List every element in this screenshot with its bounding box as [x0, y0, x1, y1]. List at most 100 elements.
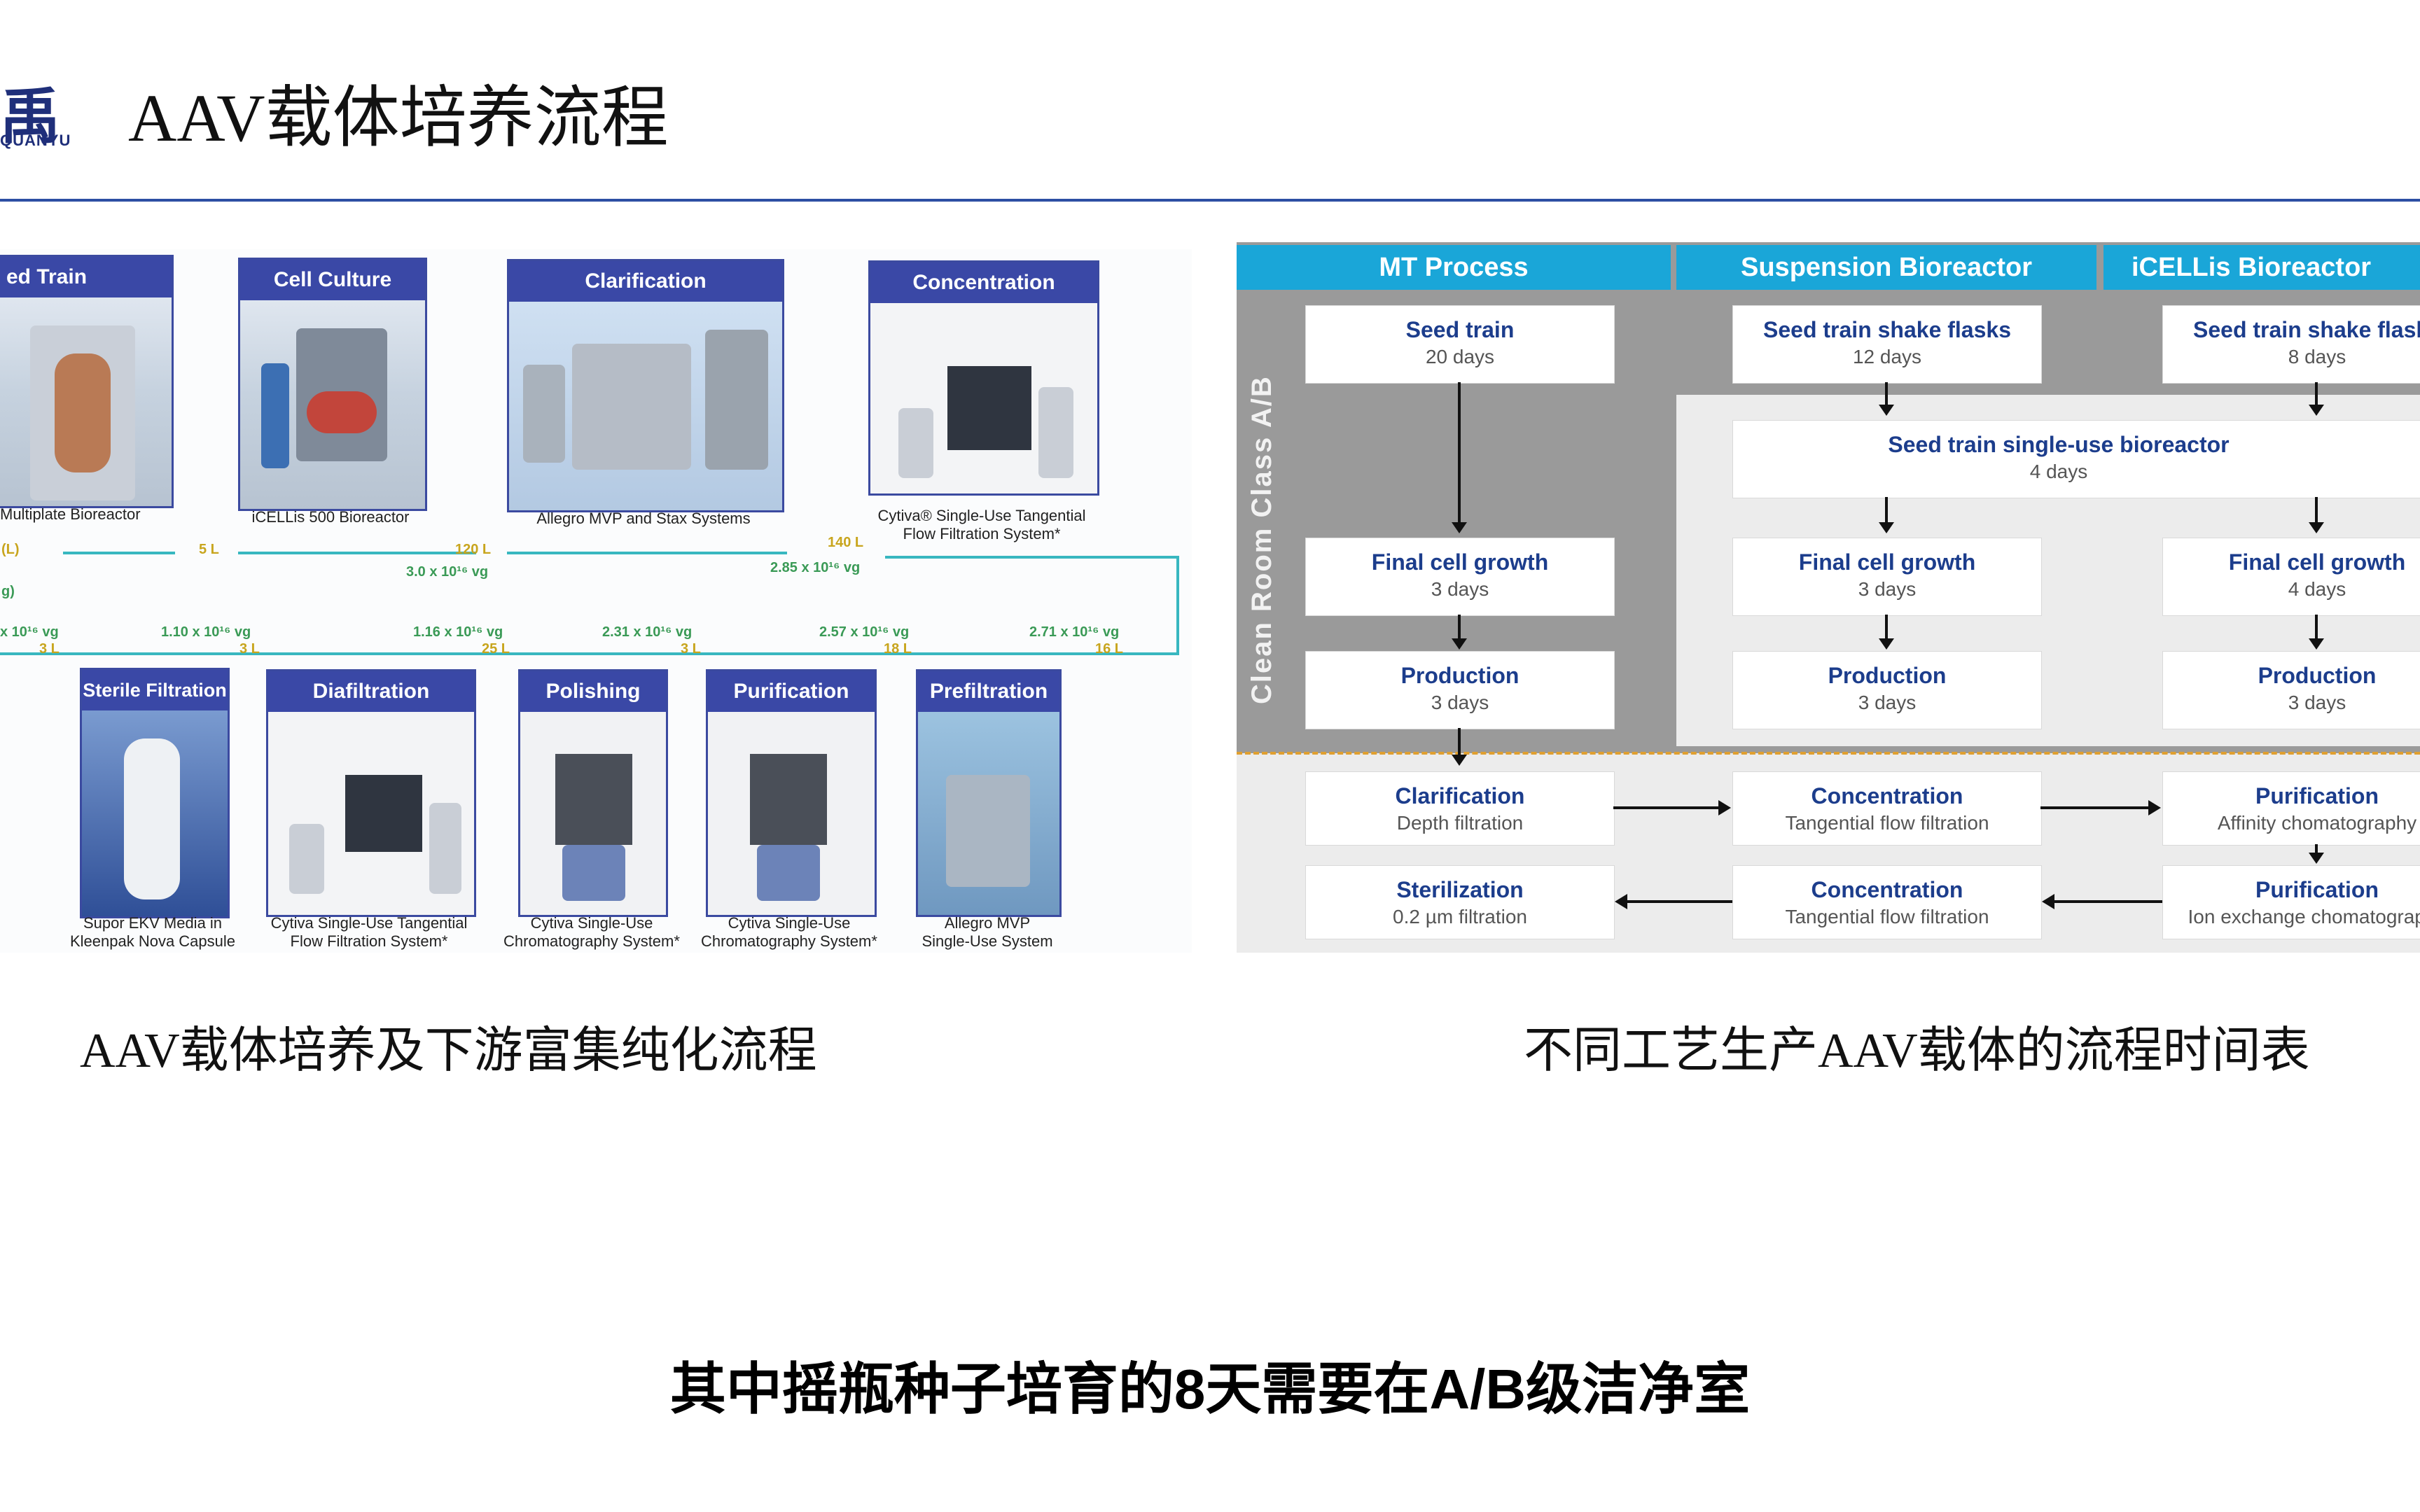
flow-connector: [1458, 615, 1461, 640]
polishing-caption-1: Cytiva Single-Use: [530, 914, 653, 932]
box-title: Sterilization: [1396, 877, 1524, 902]
flow-connector: [2040, 806, 2148, 809]
arrow-down-icon: [2309, 853, 2324, 864]
box-title: Concentration: [1811, 877, 1963, 902]
aav-process-figure: ed Train Multiplate Bioreactor Cell Cult…: [0, 249, 1192, 953]
prefiltration-box: Prefiltration: [916, 669, 1062, 917]
flow-arrow: [0, 652, 1179, 655]
cell-culture-box: Cell Culture: [238, 258, 427, 511]
flow-volume-label: 25 L: [482, 641, 510, 657]
header-suspension-bioreactor: Suspension Bioreactor: [1676, 245, 2096, 290]
flow-connector: [1458, 382, 1461, 522]
purification-caption-2: Chromatography System*: [701, 932, 877, 950]
purification-header: Purification: [708, 671, 875, 712]
arrow-down-icon: [2309, 522, 2324, 533]
capsule-filter-image: [82, 710, 228, 916]
slide-title: AAV载体培养流程: [128, 80, 669, 155]
arrow-right-icon: [1718, 800, 1731, 816]
mt-production-box: Production 3 days: [1305, 651, 1615, 729]
left-figure-caption: AAV载体培养及下游富集纯化流程: [80, 1024, 817, 1078]
diafiltration-header: Diafiltration: [268, 671, 474, 712]
flow-titer-label: 2.85 x 10¹⁶ vg: [770, 560, 861, 575]
flow-volume-label: 3 L: [681, 641, 701, 657]
flow-arrow: [1176, 556, 1179, 654]
sterile-filtration-caption-1: Supor EKV Media in: [83, 914, 223, 932]
arrow-left-icon: [2042, 894, 2054, 909]
box-title: Concentration: [1811, 783, 1963, 808]
seed-train-header: ed Train: [0, 257, 172, 298]
box-duration: 3 days: [1431, 692, 1489, 713]
arrow-down-icon: [1879, 638, 1894, 650]
box-title: Production: [2258, 663, 2377, 688]
flow-volume-label: 5 L: [199, 542, 219, 557]
box-title: Purification: [2255, 877, 2379, 902]
chromatography-image: [708, 712, 875, 915]
diafiltration-box: Diafiltration: [266, 669, 476, 917]
box-title: Purification: [2255, 783, 2379, 808]
box-duration: 4 days: [2288, 578, 2346, 600]
box-duration: 8 days: [2288, 346, 2346, 368]
box-method: Depth filtration: [1396, 812, 1524, 834]
prefiltration-caption-1: Allegro MVP: [944, 914, 1031, 932]
purification-caption-1: Cytiva Single-Use: [728, 914, 851, 932]
ion-exchange-purification-box: Purification Ion exchange chomatography: [2162, 865, 2420, 939]
clarification-box: Clarification: [507, 259, 784, 512]
flow-connector: [1458, 728, 1461, 756]
cell-culture-header: Cell Culture: [240, 260, 425, 300]
flow-connector: [1885, 615, 1888, 640]
concentration-caption-1: Cytiva® Single-Use Tangential: [877, 507, 1086, 524]
seed-train-box: ed Train: [0, 255, 174, 508]
arrow-right-icon: [2148, 800, 2161, 816]
flow-connector: [1627, 900, 1732, 903]
box-duration: 20 days: [1425, 346, 1495, 368]
box-title: Production: [1400, 663, 1520, 688]
polishing-box: Polishing: [518, 669, 668, 917]
flow-volume-label: 140 L: [828, 535, 864, 550]
box-duration: 3 days: [1858, 578, 1917, 600]
polishing-caption-2: Chromatography System*: [503, 932, 680, 950]
clean-room-label: Clean Room Class A/B: [1246, 375, 1277, 704]
flow-titer-label: x 10¹⁶ vg: [0, 624, 59, 640]
sterile-filtration-box: Sterile Filtration: [80, 668, 230, 918]
icell-production-box: Production 3 days: [2162, 651, 2420, 729]
clarification-step-box: Clarification Depth filtration: [1305, 771, 1615, 846]
icell-seed-train-box: Seed train shake flasks 8 days: [2162, 305, 2420, 384]
arrow-left-icon: [1615, 894, 1627, 909]
aav-timeline-figure: MT Process Suspension Bioreactor iCELLis…: [1237, 242, 2420, 953]
flow-volume-label: 18 L: [884, 641, 912, 657]
box-duration: 3 days: [2288, 692, 2346, 713]
concentration-header: Concentration: [870, 262, 1097, 303]
arrow-down-icon: [1879, 522, 1894, 533]
clarification-header: Clarification: [509, 261, 782, 302]
flow-titer-label: 3.0 x 10¹⁶ vg: [406, 564, 489, 580]
flow-volume-label: (L): [1, 542, 20, 557]
prefiltration-caption-2: Single-Use System: [922, 932, 1053, 950]
flow-titer-label: 1.16 x 10¹⁶ vg: [413, 624, 503, 640]
arrow-down-icon: [1452, 522, 1467, 533]
arrow-down-icon: [1879, 405, 1894, 416]
prefiltration-header: Prefiltration: [918, 671, 1059, 712]
diafiltration-caption-1: Cytiva Single-Use Tangential: [270, 914, 468, 932]
flow-titer-label: g): [1, 584, 15, 599]
box-title: Seed train shake flasks: [2193, 317, 2420, 342]
header-icellis-bioreactor: iCELLis Bioreactor: [2103, 245, 2420, 290]
bioreactor-image: [0, 298, 172, 506]
flow-volume-label: 120 L: [455, 542, 492, 557]
arrow-down-icon: [2309, 405, 2324, 416]
sterile-filtration-caption-2: Kleenpak Nova Capsule: [69, 932, 236, 950]
chromatography-image: [520, 712, 666, 915]
affinity-purification-box: Purification Affinity chomatography: [2162, 771, 2420, 846]
flow-connector: [2054, 900, 2162, 903]
icellis-image: [240, 300, 425, 509]
diafiltration-caption-2: Flow Filtration System*: [290, 932, 448, 950]
flow-connector: [2315, 844, 2318, 854]
right-figure-caption: 不同工艺生产AAV载体的流程时间表: [1524, 1024, 2310, 1078]
flow-volume-label: 3 L: [39, 641, 60, 657]
clarification-caption: Allegro MVP and Stax Systems: [536, 510, 751, 527]
box-title: Seed train single-use bioreactor: [1888, 432, 2230, 457]
concentration-step-2-box: Concentration Tangential flow filtration: [1732, 865, 2042, 939]
polishing-header: Polishing: [520, 671, 666, 712]
susp-final-growth-box: Final cell growth 3 days: [1732, 538, 2042, 616]
tff-image: [870, 303, 1097, 493]
video-subtitle: 其中摇瓶种子培育的8天需要在A/B级洁净室: [669, 1358, 1751, 1420]
